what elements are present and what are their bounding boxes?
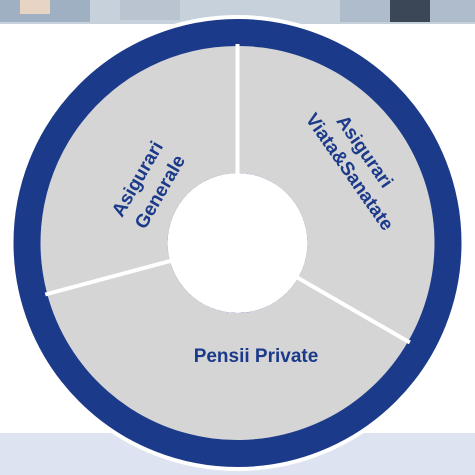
segment-asigurari-viata-sanatate[interactable]	[237, 46, 435, 342]
label-pensii-private: Pensii Private	[194, 346, 319, 367]
segment-dividers	[44, 44, 411, 345]
segment-pensii-private[interactable]	[47, 261, 409, 440]
segment-asigurari-generale[interactable]	[40, 46, 238, 294]
center-hole	[167, 173, 308, 313]
divider-left	[44, 258, 173, 297]
divider-right	[295, 275, 411, 345]
